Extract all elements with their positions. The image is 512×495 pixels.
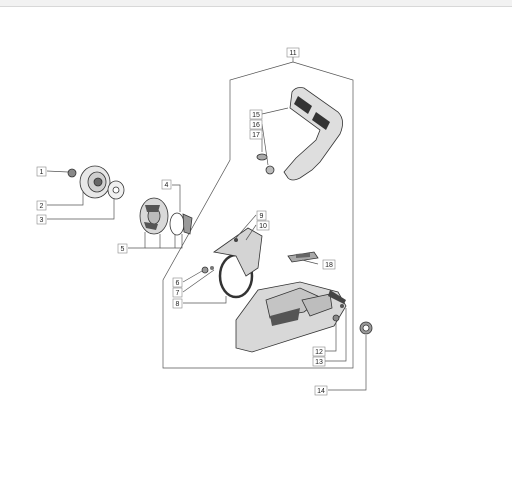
callout-18: 18: [325, 262, 333, 269]
callout-13: 13: [315, 359, 323, 366]
callout-3: 3: [40, 217, 44, 224]
callout-9: 9: [260, 213, 264, 220]
nut-part: [359, 321, 373, 335]
clutch-part: [139, 197, 193, 236]
callout-5: 5: [121, 246, 125, 253]
callout-17: 17: [252, 132, 260, 139]
callout-6: 6: [176, 280, 180, 287]
sprocket-cover-part: [235, 281, 347, 353]
callout-14: 14: [317, 388, 325, 395]
callout-15: 15: [252, 112, 260, 119]
callout-7: 7: [176, 290, 180, 297]
callout-16: 16: [252, 122, 260, 129]
callout-2: 2: [40, 203, 44, 210]
callout-1: 1: [40, 169, 44, 176]
callout-4: 4: [165, 182, 169, 189]
hand-guard-part: [256, 87, 343, 181]
tensioner-part: [287, 251, 319, 263]
callout-12: 12: [315, 349, 323, 356]
callout-8: 8: [176, 301, 180, 308]
top-toolbar-strip: [0, 0, 512, 7]
brake-band-part: [201, 227, 263, 299]
callout-11: 11: [289, 50, 296, 57]
callout-10: 10: [259, 223, 267, 230]
callout-labels: 1 2 3 4 5 6 7 8 9 10 11 12 13 14 15 16 1…: [36, 47, 336, 396]
clutch-drum-part: [67, 165, 125, 200]
